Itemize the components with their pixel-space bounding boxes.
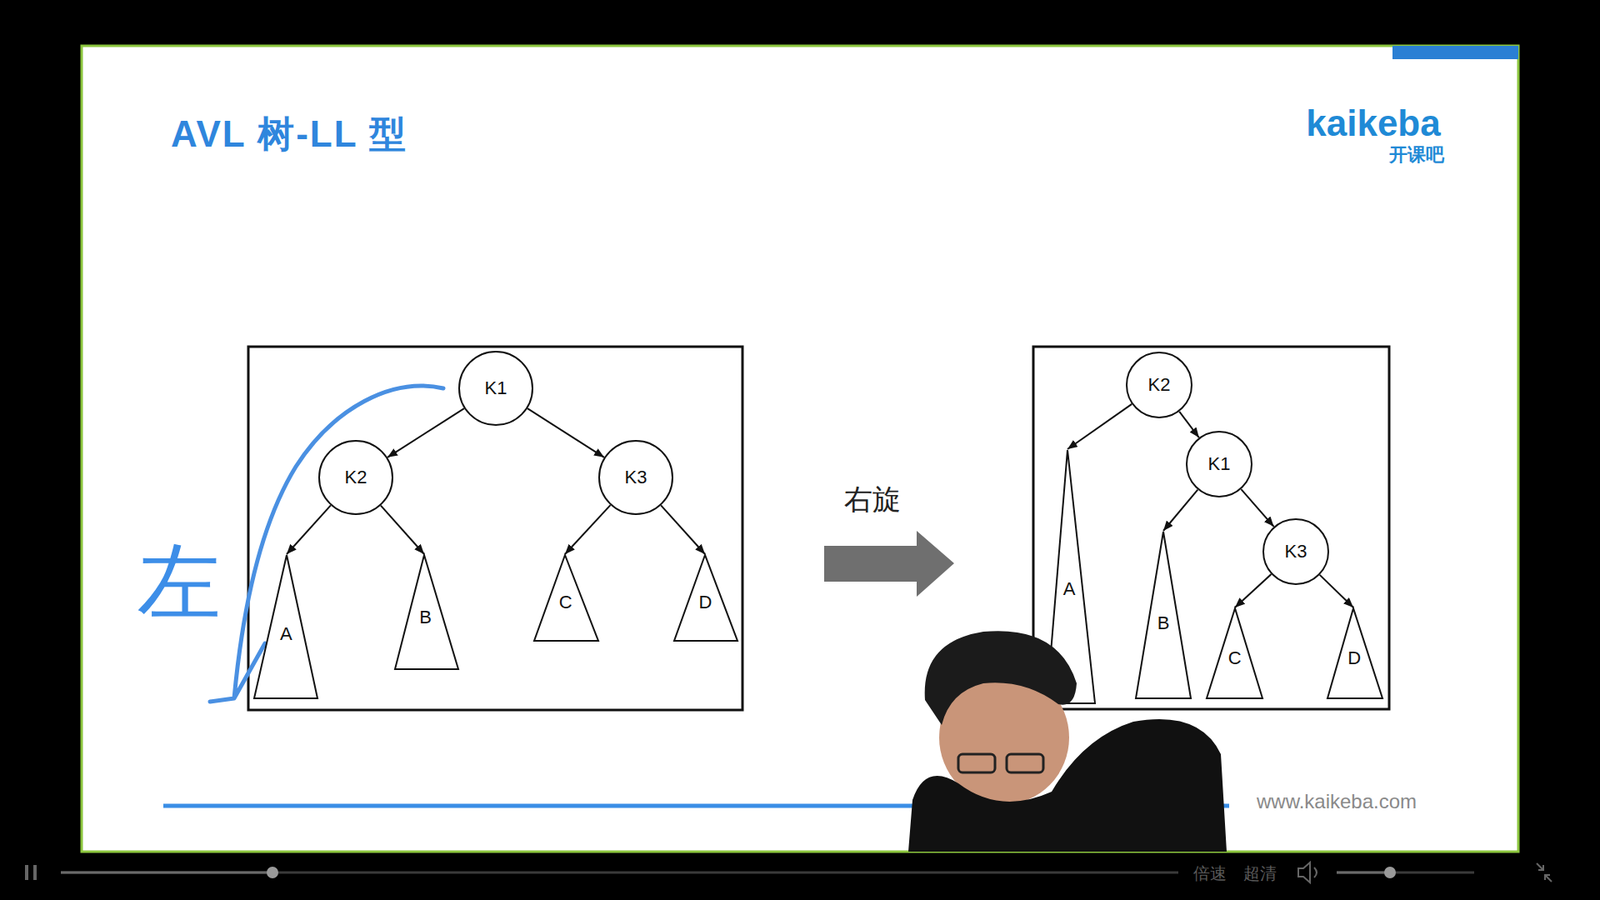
progress-knob [266,866,279,879]
subtree-name: B [1157,612,1170,635]
tree-edge [1163,490,1198,531]
tree-node-circle: K2 [318,440,394,515]
presenter-face [939,670,1070,805]
presenter-hair [925,630,1077,725]
triangle-shape [674,555,738,641]
triangle-shape [395,555,459,670]
triangle-shape [1135,531,1191,699]
tree-node-circle: K3 [598,440,674,515]
fullscreen-icon [1536,863,1552,882]
tree-edge [1320,575,1354,608]
player-button: 倍速 [1193,862,1227,885]
triangle-shape [1046,450,1095,704]
slide-frame [81,45,1519,852]
node-key: K1 [485,377,508,400]
subtree-name: A [1063,578,1076,600]
tree-frame [248,346,743,710]
triangle-shape [254,555,318,699]
player-button: 超清 [1243,862,1277,885]
node-key: K2 [1148,374,1171,396]
node-key: K2 [345,466,368,489]
tree-edge [1235,574,1272,608]
node-key: K1 [1208,453,1231,475]
presenter-shirt [908,719,1227,852]
handwritten-stroke [210,385,444,702]
subtree-triangle: C [533,554,600,642]
tree-frame [1033,346,1390,710]
triangle-outline [1045,449,1096,705]
tree-edge [380,505,425,555]
volume-level [1336,871,1390,875]
corner-tab [1392,45,1519,60]
subtree-name: D [1347,647,1361,670]
volume-knob [1384,866,1396,879]
player-controls [25,862,1552,883]
pause-icon [25,865,29,880]
presenter-glasses [958,754,995,773]
tree-edge [565,505,611,555]
tree-edge [1240,489,1274,527]
subtree-triangle: B [394,554,460,670]
footer-line [163,804,1230,809]
tree-edge [387,408,465,458]
progress-track [60,871,1179,875]
triangle-shape [534,555,599,641]
subtree-name: A [280,623,293,645]
tree-edge [527,408,605,458]
pause-icon [33,865,37,880]
node-key: K3 [625,466,648,489]
subtree-triangle: C [1205,607,1264,700]
subtree-triangle: B [1135,530,1192,700]
slide-title: AVL 树-LL 型 [170,110,408,160]
subtree-triangle: A [1045,449,1096,705]
tree-edge [286,505,331,555]
triangle-shape [1206,608,1263,699]
tree-node-circle: K2 [1125,351,1193,419]
subtree-name: D [699,591,713,614]
tree-node-circle: K1 [1185,430,1253,498]
volume-track [1336,871,1475,875]
tree-node-circle: K3 [1262,518,1330,585]
node-key: K3 [1285,540,1308,563]
brand-name: 开课吧 [1389,142,1445,168]
subtree-name: C [559,591,573,614]
volume-icon [1298,862,1317,883]
tree-edge [660,505,705,555]
rotation-label: 右旋 [844,480,901,520]
triangle-shape [1327,608,1383,699]
tree-node-circle: K1 [458,350,534,426]
website-url: www.kaikeba.com [1256,790,1417,814]
subtree-triangle: A [253,554,319,700]
brand-logo: kaikeba [1305,102,1440,145]
rotate-arrow [824,530,955,597]
tree-edge [1067,404,1132,450]
subtree-triangle: D [1326,607,1384,700]
progress-played [60,871,273,875]
subtree-name: B [419,606,432,629]
presenter-glasses [1006,754,1044,773]
subtree-triangle: D [673,554,739,642]
subtree-name: C [1228,647,1242,670]
tree-edge [1179,411,1200,438]
handwritten-note: 左 [137,527,221,640]
